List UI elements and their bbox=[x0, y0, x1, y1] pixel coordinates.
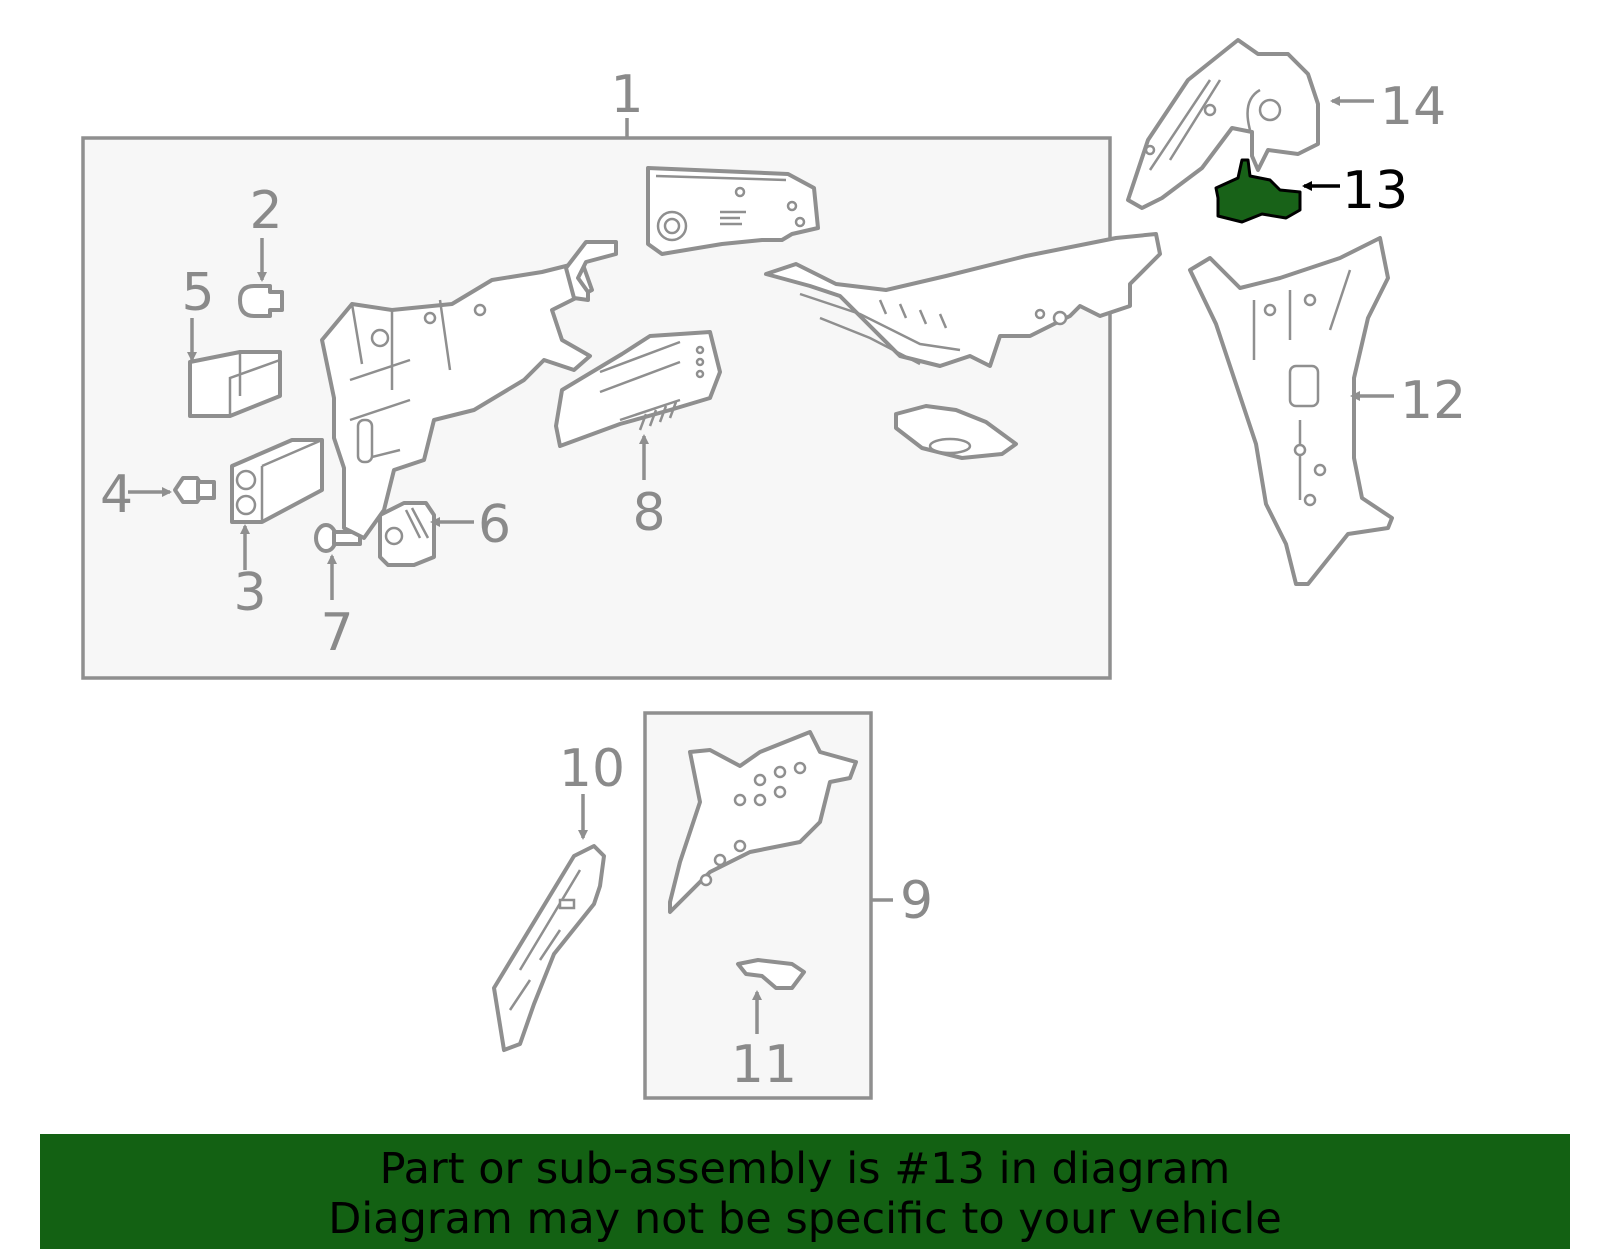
info-banner: Part or sub-assembly is #13 in diagram D… bbox=[40, 1134, 1570, 1249]
callout-7: 7 bbox=[320, 603, 353, 663]
callout-2: 2 bbox=[249, 181, 282, 241]
part-7-bolt bbox=[314, 523, 362, 553]
small-clip bbox=[564, 240, 618, 302]
part-5-block bbox=[188, 350, 282, 418]
callout-10: 10 bbox=[559, 739, 625, 799]
callout-14: 14 bbox=[1380, 77, 1446, 137]
part-4-bolt bbox=[173, 476, 216, 504]
part-12-apron-panel bbox=[1188, 236, 1394, 586]
part-10-pillar bbox=[492, 844, 606, 1052]
callout-5: 5 bbox=[181, 263, 214, 323]
part-8-panel bbox=[554, 330, 722, 448]
lower-plate bbox=[894, 404, 1018, 460]
callout-13: 13 bbox=[1342, 161, 1408, 221]
callout-11: 11 bbox=[731, 1035, 797, 1095]
callout-1: 1 bbox=[610, 65, 643, 125]
part-6-bracket bbox=[378, 501, 436, 567]
part-9-apron bbox=[668, 730, 858, 914]
front-rail-assembly bbox=[320, 260, 594, 540]
callout-8: 8 bbox=[632, 483, 665, 543]
part-13-highlighted bbox=[1214, 158, 1302, 224]
banner-line-2: Diagram may not be specific to your vehi… bbox=[328, 1194, 1282, 1244]
part-2-bolt bbox=[238, 284, 284, 318]
cowl-panel bbox=[646, 166, 820, 256]
front-side-member bbox=[764, 232, 1162, 368]
callout-3: 3 bbox=[233, 563, 266, 623]
part-14-upper-member bbox=[1126, 38, 1320, 210]
part-11-bracket bbox=[736, 958, 806, 990]
callout-4: 4 bbox=[100, 465, 133, 525]
part-3-bracket bbox=[230, 438, 324, 524]
callout-6: 6 bbox=[478, 495, 511, 555]
callout-9: 9 bbox=[900, 871, 933, 931]
banner-line-1: Part or sub-assembly is #13 in diagram bbox=[379, 1144, 1231, 1194]
callout-12: 12 bbox=[1400, 371, 1466, 431]
